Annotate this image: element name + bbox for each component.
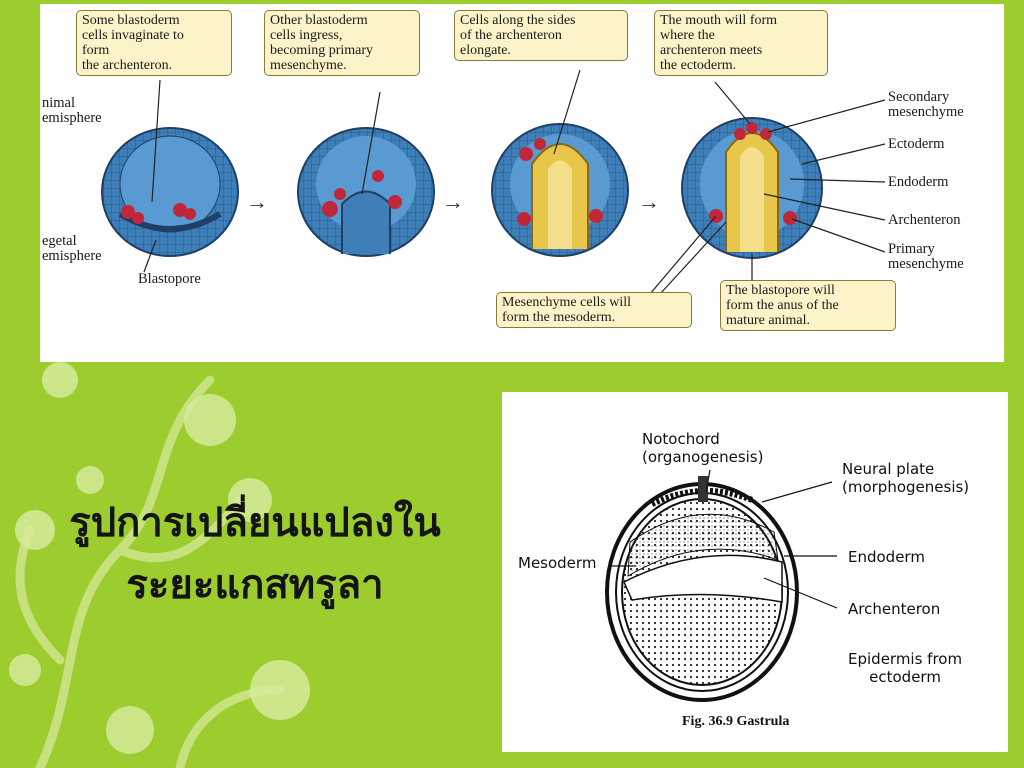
callout-mouth: The mouth will form where the archentero… <box>654 10 828 76</box>
gastrulation-stages-figure: Some blastoderm cells invaginate to form… <box>40 4 1004 362</box>
label-animal-hemisphere: nimal emisphere <box>42 95 102 126</box>
label-endoderm: Endoderm <box>848 548 925 566</box>
label-blastopore: Blastopore <box>138 271 201 287</box>
callout-ingress: Other blastoderm cells ingress, becoming… <box>264 10 420 76</box>
embryo-stage-2 <box>297 127 435 257</box>
embryo-stage-4 <box>681 117 823 259</box>
callout-mesenchyme-mesoderm: Mesenchyme cells will form the mesoderm. <box>496 292 692 328</box>
figure-caption: Fig. 36.9 Gastrula <box>682 714 790 729</box>
floral-decoration <box>9 362 310 768</box>
slide-title: รูปการเปลี่ยนแปลงใน ระยะแกสทรูลา <box>20 492 490 616</box>
label-ectoderm: Ectoderm <box>888 136 945 152</box>
slide-title-line-1: รูปการเปลี่ยนแปลงใน <box>69 499 441 546</box>
label-endoderm: Endoderm <box>888 174 949 190</box>
stage-arrow-1: → <box>246 189 268 214</box>
callout-elongate: Cells along the sides of the archenteron… <box>454 10 628 61</box>
callout-blastopore-anus: The blastopore will form the anus of the… <box>720 280 896 331</box>
label-secondary-mesenchyme: Secondary mesenchyme <box>888 89 964 120</box>
embryo-stage-3 <box>491 123 629 257</box>
gastrulation-embryos-illustration <box>101 69 886 295</box>
label-archenteron: Archenteron <box>888 212 961 228</box>
label-mesoderm: Mesoderm <box>518 554 597 572</box>
label-notochord: Notochord (organogenesis) <box>642 430 764 466</box>
callout-invaginate: Some blastoderm cells invaginate to form… <box>76 10 232 76</box>
stage-arrow-2: → <box>442 189 464 214</box>
slide-title-line-2: ระยะแกสทรูลา <box>126 561 384 608</box>
label-archenteron: Archenteron <box>848 600 941 618</box>
gastrula-figure: Notochord (organogenesis) Neural plate (… <box>502 392 1008 752</box>
label-vegetal-hemisphere: egetal emisphere <box>42 233 102 264</box>
stage-arrow-3: → <box>638 189 660 214</box>
embryo-stage-1 <box>101 127 239 257</box>
gastrula-cross-section-illustration <box>605 469 838 702</box>
label-primary-mesenchyme: Primary mesenchyme <box>888 241 964 272</box>
label-epidermis: Epidermis from ectoderm <box>848 650 963 686</box>
label-neural-plate: Neural plate (morphogenesis) <box>842 460 970 496</box>
